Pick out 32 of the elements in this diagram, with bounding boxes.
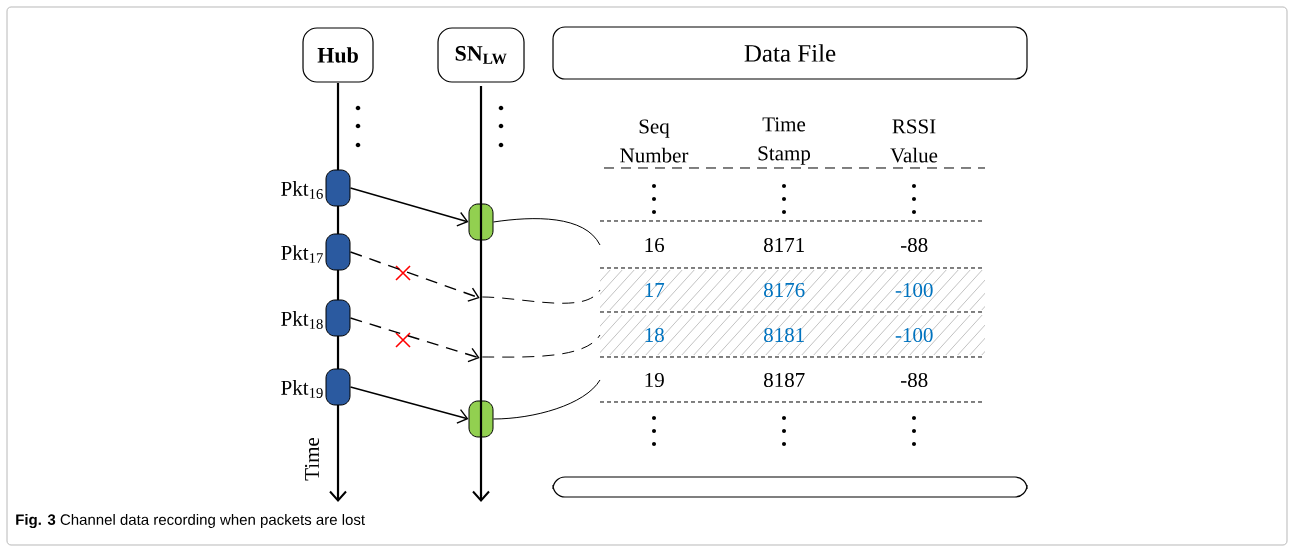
packet-capsule [325,368,351,406]
column-header: Seq Number [620,119,689,163]
arrow [349,251,480,302]
participant-box: SN$_{LW}$ [437,27,525,83]
table-row: 17 8176 -100 [599,267,986,310]
table-row: 19 8187 -88 [599,356,986,403]
link-curve [481,334,601,358]
time-axis [472,86,490,502]
packet-capsule [325,299,351,337]
link-curve [493,218,601,246]
arrow [349,187,469,227]
packet-capsule [325,169,351,207]
table-row: 18 8181 -100 [599,311,986,355]
file-box: Data File [552,26,1028,80]
axis-label: Time [304,437,320,481]
packet-label: Pkt$_{16}$ [281,181,323,199]
empty-box [552,476,1028,498]
arrow [349,386,469,424]
column-header: Time Stamp [758,117,810,165]
packet-capsule [468,203,494,241]
link-curve [493,379,601,420]
arrow [349,317,480,363]
packet-label: Pkt$_{17}$ [281,245,323,263]
packet-capsule [325,233,351,271]
caption: Fig. 3 Channel data recording when packets are lost [16,513,365,528]
participant-box: Hub [302,27,374,83]
table-row: 16 8171 -88 [599,220,986,253]
packet-capsule [468,400,494,438]
link-curve [481,289,601,304]
column-header: RSSI Value [890,119,938,163]
packet-label: Pkt$_{19}$ [281,380,323,398]
packet-label: Pkt$_{18}$ [281,311,323,329]
